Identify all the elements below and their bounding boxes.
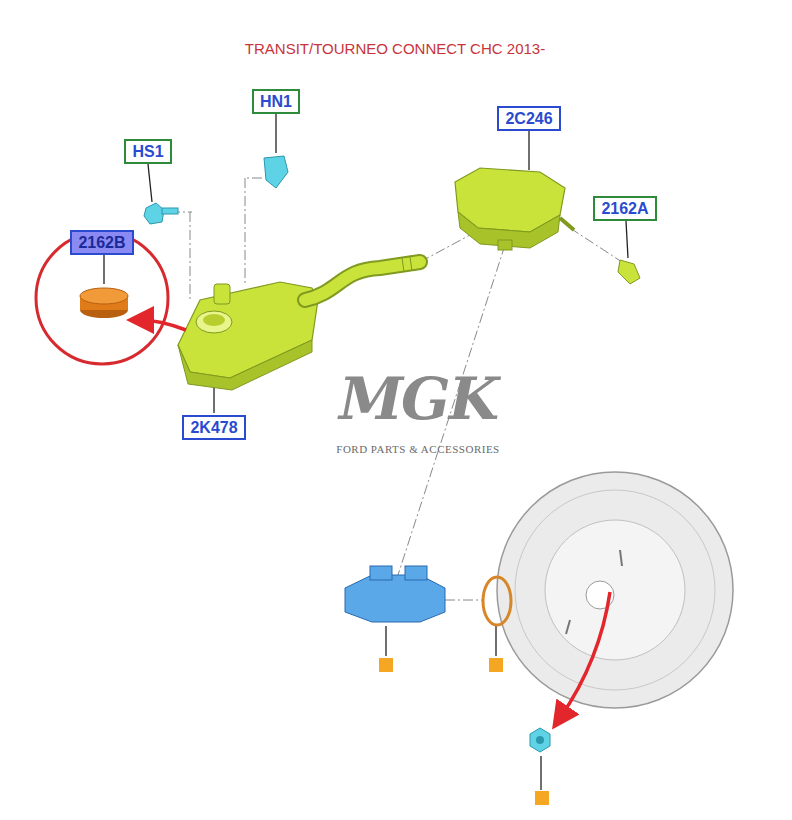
callout-number: 2162B xyxy=(78,233,125,252)
callout-box: 2162A xyxy=(593,196,656,221)
callout-box: 2K478 xyxy=(182,415,245,440)
callout-number: HS1 xyxy=(132,142,163,161)
watermark-text: FORD PARTS & ACCESSORIES xyxy=(336,443,499,455)
callout-number: 2K478 xyxy=(190,418,237,437)
callout-box: HS1 xyxy=(124,139,171,164)
diagram-title: TRANSIT/TOURNEO CONNECT CHC 2013- xyxy=(245,40,545,57)
callout-number: 2C246 xyxy=(505,109,552,128)
callout-box: 2162B xyxy=(70,230,133,255)
callout-number: HN1 xyxy=(260,92,292,111)
callout-number: 2162A xyxy=(601,199,648,218)
callout-box: HN1 xyxy=(252,89,300,114)
callout-box: 2C246 xyxy=(497,106,560,131)
watermark-logo: MGK xyxy=(339,365,497,433)
